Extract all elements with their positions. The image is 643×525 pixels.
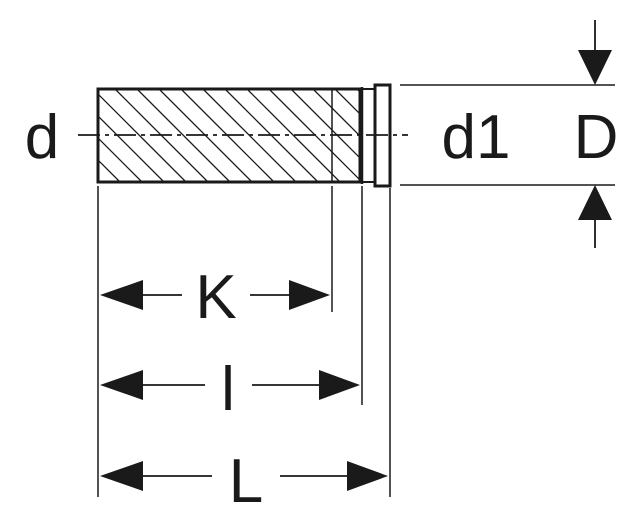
dimension-L-arrow-right-icon xyxy=(347,461,388,491)
hatch-line xyxy=(246,89,341,182)
dimension-l xyxy=(100,370,360,400)
label-K: K xyxy=(195,263,236,332)
dimension-K-arrow-left-icon xyxy=(100,280,143,310)
label-d: d xyxy=(25,103,59,172)
dimension-l-arrow-right-icon xyxy=(319,370,360,400)
label-d1: d1 xyxy=(442,103,511,172)
dimension-K-arrow-right-icon xyxy=(289,280,330,310)
label-L: L xyxy=(229,447,263,516)
hatch-line xyxy=(98,93,187,182)
hatch-line xyxy=(98,137,143,182)
hatch-line xyxy=(136,89,231,182)
dimension-L-arrow-left-icon xyxy=(100,461,143,491)
hatch-line xyxy=(98,159,121,182)
label-D: D xyxy=(574,103,619,172)
dimension-l-arrow-left-icon xyxy=(100,370,143,400)
dimension-D-arrow-bottom-icon xyxy=(578,185,612,220)
hatch-line xyxy=(334,89,360,115)
dimension-L xyxy=(100,461,388,491)
dimension-D-arrow-top-icon xyxy=(578,50,612,85)
dimension-K xyxy=(100,280,330,310)
label-l: l xyxy=(221,355,235,424)
